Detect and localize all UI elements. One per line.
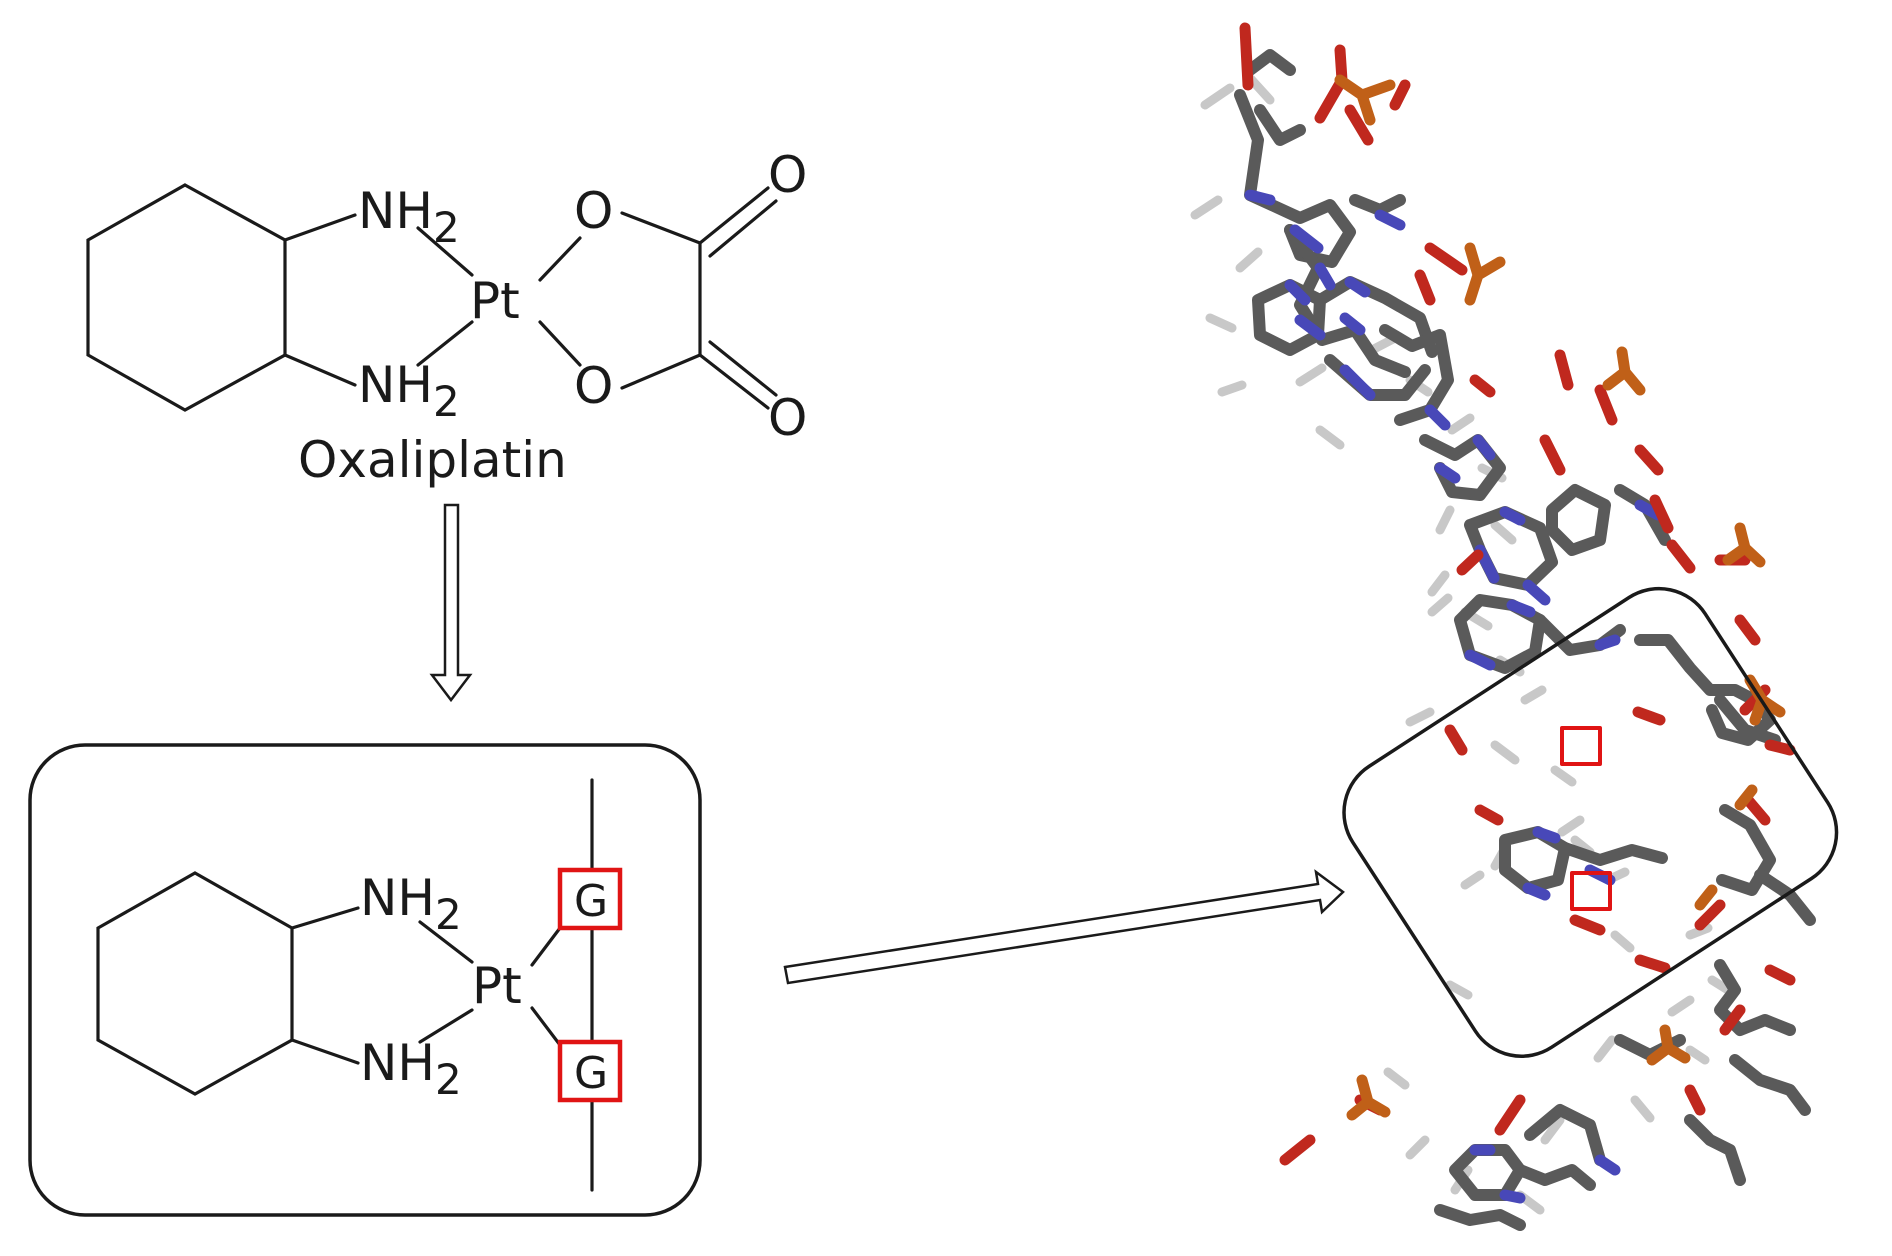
carbon-framework bbox=[1234, 49, 1816, 1231]
cyclohexane-ring bbox=[86, 183, 287, 412]
oxygen-label-bottom: O bbox=[574, 357, 613, 415]
adduct-nh2-label-bottom: NH2 bbox=[360, 1034, 462, 1104]
adduct-pt-g-top-bond bbox=[530, 926, 562, 967]
ring-nh2-bottom-bond bbox=[283, 353, 357, 387]
o-c-bottom-bond bbox=[620, 353, 702, 390]
phosphorus-atoms bbox=[1334, 74, 1786, 1121]
oxaliplatin-structure: NH2 NH2 Pt O O O O Oxaliplatin bbox=[86, 146, 807, 489]
ring-nh2-top-bond bbox=[283, 213, 357, 242]
oxygen-label-top: O bbox=[574, 182, 613, 240]
carbonyl-bottom-bond-b bbox=[708, 340, 778, 397]
oxygen-atoms bbox=[1239, 22, 1796, 1166]
n7-highlight-box-bottom bbox=[1570, 871, 1612, 911]
nh2-pt-bottom-bond bbox=[416, 320, 474, 367]
adduct-pt-g-bottom-bond bbox=[530, 1006, 562, 1047]
adduct-highlight-frame bbox=[1342, 586, 1839, 1058]
nh2-pt-top-bond bbox=[416, 226, 474, 277]
pt-o-top-bond bbox=[538, 236, 582, 282]
n7-highlight-box-top bbox=[1560, 726, 1602, 766]
guanine-box-bottom bbox=[557, 1039, 623, 1103]
adduct-frame bbox=[28, 743, 702, 1217]
down-hollow-arrow-icon bbox=[429, 503, 473, 703]
carbonyl-bottom-bond-a bbox=[698, 353, 770, 410]
nh2-label-bottom: NH2 bbox=[358, 356, 460, 426]
adduct-panel: G G NH2 NH2 Pt bbox=[28, 743, 702, 1217]
o-c-top-bond bbox=[620, 211, 702, 245]
adduct-ring-nh2-top-bond bbox=[290, 906, 360, 930]
adduct-nh2-label-top: NH2 bbox=[360, 869, 462, 939]
nh2-label-top: NH2 bbox=[358, 182, 460, 252]
adduct-cyclohexane-ring bbox=[96, 871, 294, 1096]
adduct-ring-nh2-bottom-bond bbox=[290, 1038, 360, 1065]
carbonyl-top-bond-a bbox=[698, 186, 770, 245]
adduct-pt-label: Pt bbox=[472, 957, 522, 1015]
carbonyl-oxygen-label-top: O bbox=[768, 146, 807, 204]
guanine-label-bottom: G bbox=[574, 1048, 608, 1099]
carbonyl-top-bond-b bbox=[708, 199, 778, 258]
carbonyl-oxygen-label-bottom: O bbox=[768, 389, 807, 447]
compound-name: Oxaliplatin bbox=[298, 431, 567, 489]
adduct-nh2-pt-bottom-bond bbox=[418, 1008, 474, 1044]
guanine-box-top bbox=[557, 867, 623, 931]
guanine-label-top: G bbox=[574, 876, 608, 927]
pt-o-bottom-bond bbox=[538, 320, 582, 367]
right-hollow-arrow-icon bbox=[783, 869, 1345, 985]
nitrogen-atoms bbox=[1244, 189, 1664, 1204]
dna-stick-model bbox=[1190, 22, 1839, 1231]
pt-label: Pt bbox=[470, 272, 520, 330]
adduct-nh2-pt-top-bond bbox=[418, 920, 474, 964]
